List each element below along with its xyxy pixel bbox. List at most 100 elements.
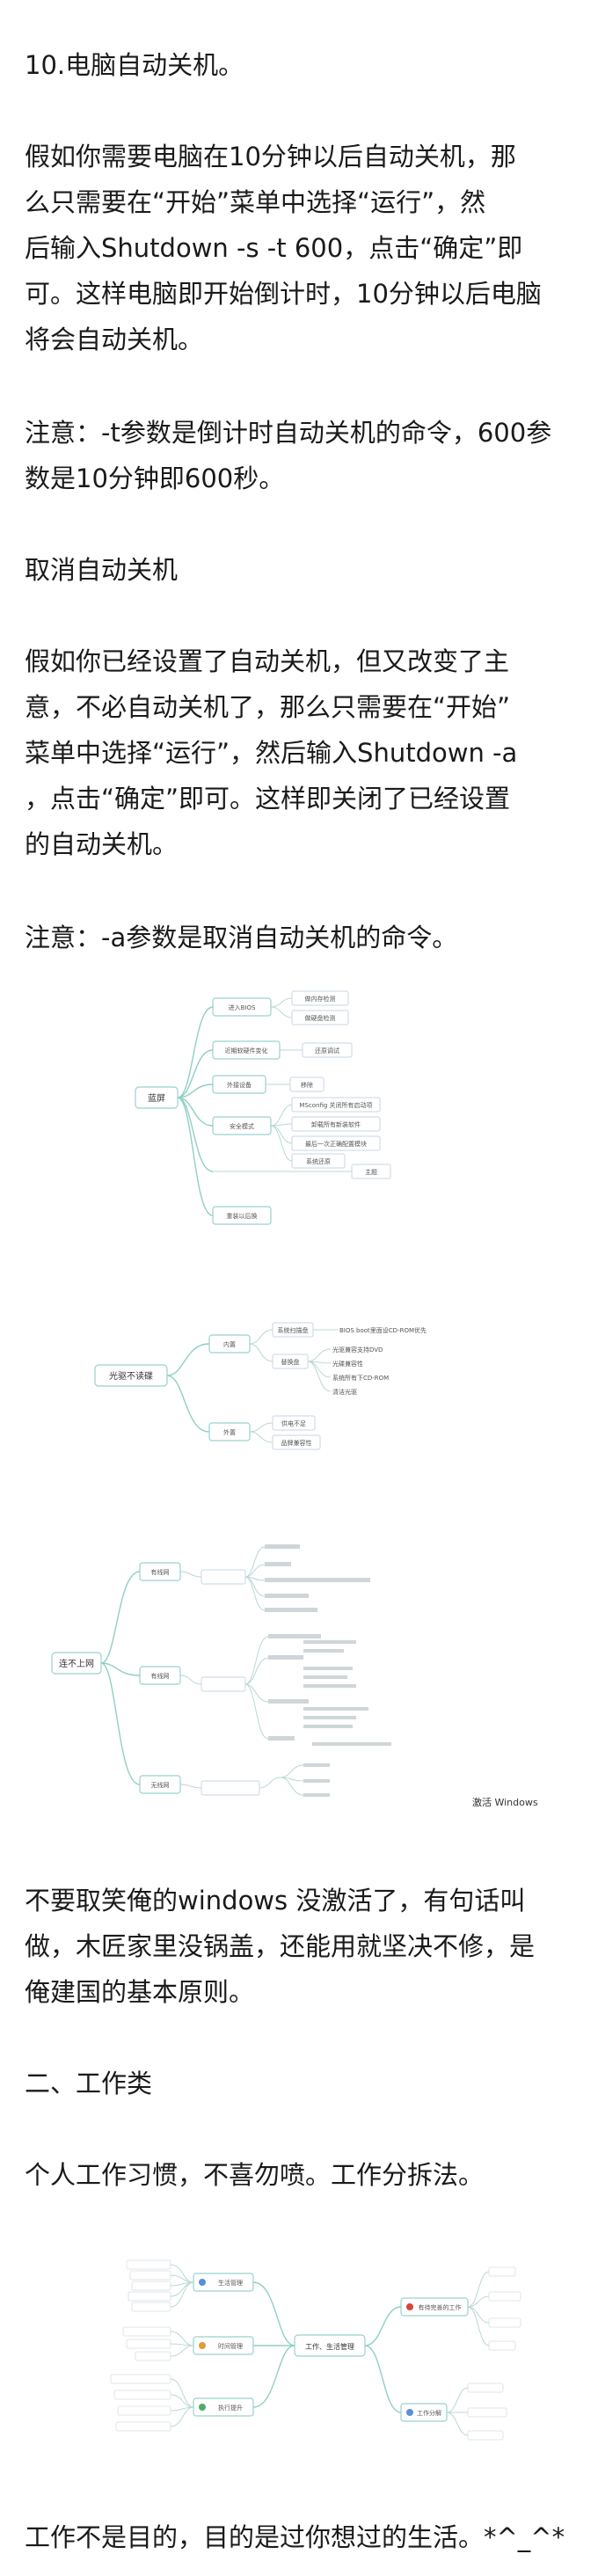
- text-line: 做，木匠家里没锅盖，还能用就坚决不修，是: [25, 1931, 536, 1961]
- svg-text:生活管理: 生活管理: [218, 2279, 243, 2287]
- text-line: 意，不必自动关机了，那么只需要在“开始”: [25, 692, 511, 722]
- svg-text:系统还原: 系统还原: [306, 1157, 331, 1165]
- svg-text:最后一次正确配置模块: 最后一次正确配置模块: [305, 1140, 367, 1148]
- svg-text:做内存检测: 做内存检测: [305, 995, 336, 1003]
- svg-text:时间管理: 时间管理: [218, 2342, 243, 2350]
- leaf-node: 光驱兼容支持DVD: [332, 1346, 383, 1354]
- bullet-icon: [199, 2279, 206, 2286]
- clock-icon: [199, 2342, 206, 2349]
- svg-text:有待完善的工作: 有待完善的工作: [419, 2303, 462, 2311]
- svg-text:MSconfig 关闭所有启动项: MSconfig 关闭所有启动项: [299, 1101, 372, 1109]
- svg-text:执行提升: 执行提升: [218, 2404, 243, 2412]
- text-line: 后输入Shutdown -s -t 600，点击“确定”即: [25, 233, 523, 263]
- svg-text:还原调试: 还原调试: [315, 1047, 339, 1054]
- bullet-icon: [199, 2404, 206, 2411]
- text-line: 假如你需要电脑在10分钟以后自动关机，那: [25, 142, 516, 171]
- section-heading-work: 二、工作类: [25, 2069, 153, 2098]
- minor-node: [201, 1780, 260, 1796]
- branch-label: 近期软硬件变化: [225, 1047, 268, 1054]
- branch-node: 安全模式: [212, 1116, 272, 1135]
- svg-text:系统所有下CD-ROM: 系统所有下CD-ROM: [332, 1374, 389, 1382]
- faint-leaf-boxes: [110, 2259, 521, 2441]
- leaf-node: MSconfig 关闭所有启动项: [291, 1097, 381, 1113]
- text-line: 不要取笑俺的windows 没激活了，有句话叫: [25, 1886, 526, 1916]
- branch-label: 进入BIOS: [229, 1004, 256, 1011]
- bullet-icon: [406, 2409, 413, 2416]
- svg-text:外置: 外置: [223, 1428, 236, 1436]
- leaf-node: 清洁光驱: [332, 1388, 357, 1396]
- branch-label: 重装以后换: [227, 1212, 258, 1220]
- root-label: 蓝屏: [148, 1093, 165, 1104]
- note-a-parameter: 注意：-a参数是取消自动关机的命令。: [25, 923, 458, 952]
- text-line: 的自动关机。: [25, 829, 179, 859]
- section-heading: 10.电脑自动关机。: [25, 50, 244, 80]
- minor-node: [201, 1676, 246, 1692]
- branch-node: 外置: [208, 1422, 251, 1441]
- text-line: 假如你已经设置了自动关机，但又改变了主: [25, 646, 510, 676]
- branch-node: 内置: [208, 1334, 251, 1354]
- note-t-parameter: 注意：-t参数是倒计时自动关机的命令，600参 数是10分钟即600秒。: [25, 410, 579, 501]
- svg-text:光驱兼容支持DVD: 光驱兼容支持DVD: [332, 1346, 383, 1354]
- branch-node: 有待完善的工作: [400, 2297, 469, 2317]
- mindmap-work: 工作、生活管理 生活管理 时间管理 执行提升 有待完善的工作 工作分解: [62, 2247, 563, 2445]
- svg-text:卸载所有新装软件: 卸载所有新装软件: [311, 1120, 361, 1128]
- text-line: 俺建国的基本原则。: [25, 1977, 255, 2007]
- svg-text:做硬盘检测: 做硬盘检测: [305, 1014, 336, 1022]
- branch-node: 有线网: [139, 1562, 181, 1581]
- branch-node: 生活管理: [193, 2273, 254, 2292]
- mindmap-bluescreen: 蓝屏 进入BIOS 近期软硬件变化 外接设备 安全模式 重装以后换 做内存检测 …: [123, 985, 484, 1240]
- svg-text:主题: 主题: [365, 1168, 377, 1176]
- svg-text:供电不足: 供电不足: [281, 1419, 306, 1427]
- svg-text:光碟兼容性: 光碟兼容性: [332, 1360, 363, 1368]
- leaf-node: 系统还原: [291, 1153, 346, 1169]
- svg-text:品牌兼容性: 品牌兼容性: [281, 1439, 312, 1447]
- text-line: 注意：-t参数是倒计时自动关机的命令，600参: [25, 418, 552, 448]
- leaf-node: 品牌兼容性: [272, 1434, 321, 1450]
- branch-node: 工作分解: [400, 2403, 448, 2422]
- svg-text:清洁光驱: 清洁光驱: [332, 1388, 357, 1396]
- branch-node: 执行提升: [193, 2397, 254, 2417]
- branch-label: 外接设备: [227, 1081, 252, 1089]
- paragraph-cancel-shutdown: 假如你已经设置了自动关机，但又改变了主 意，不必自动关机了，那么只需要在“开始”…: [25, 639, 579, 867]
- leaf-node: 替换盘: [272, 1354, 309, 1369]
- svg-text:内置: 内置: [223, 1340, 236, 1348]
- leaf-node: 做内存检测: [291, 990, 349, 1006]
- svg-text:有线网: 有线网: [151, 1568, 170, 1576]
- branch-node: 有线网: [139, 1666, 181, 1685]
- svg-text:替换盘: 替换盘: [281, 1358, 300, 1366]
- leaf-node: 移除: [289, 1076, 325, 1092]
- branch-node: 时间管理: [193, 2336, 254, 2355]
- svg-text:移除: 移除: [301, 1081, 313, 1089]
- faint-leaf-marks: [265, 1544, 391, 1797]
- mindmap-network: 连不上网 有线网 有线网 无线网 激活 Windows: [48, 1535, 576, 1816]
- leaf-node: BIOS boot里面设CD-ROM优先: [339, 1326, 427, 1334]
- svg-text:系统扫描盘: 系统扫描盘: [278, 1326, 309, 1334]
- branch-node: 无线网: [139, 1775, 181, 1794]
- paragraph-shutdown: 假如你需要电脑在10分钟以后自动关机，那 么只需要在“开始”菜单中选择“运行”，…: [25, 134, 579, 362]
- minor-node: [201, 1569, 246, 1585]
- paragraph-windows-joke: 不要取笑俺的windows 没激活了，有句话叫 做，木匠家里没锅盖，还能用就坚决…: [25, 1878, 579, 2015]
- leaf-node: 主题: [351, 1164, 391, 1179]
- leaf-node: 光碟兼容性: [332, 1360, 363, 1368]
- leaf-node: 卸载所有新装软件: [291, 1116, 381, 1132]
- text-line: 菜单中选择“运行”，然后输入Shutdown -a: [25, 738, 518, 768]
- svg-text:工作分解: 工作分解: [417, 2409, 441, 2417]
- leaf-node: 供电不足: [272, 1415, 316, 1431]
- svg-text:BIOS boot里面设CD-ROM优先: BIOS boot里面设CD-ROM优先: [339, 1326, 427, 1334]
- branch-node: 重装以后换: [212, 1206, 272, 1225]
- svg-text:连不上网: 连不上网: [59, 1658, 94, 1669]
- mindmap-root: 光驱不读碟: [94, 1364, 168, 1387]
- branch-node: 外接设备: [212, 1075, 266, 1094]
- text-line: 数是10分钟即600秒。: [25, 463, 285, 493]
- mindmap-root: 蓝屏: [135, 1086, 179, 1109]
- svg-text:有线网: 有线网: [151, 1672, 170, 1680]
- leaf-node: 还原调试: [302, 1042, 353, 1058]
- leaf-node: 系统扫描盘: [272, 1322, 314, 1338]
- svg-text:工作、生活管理: 工作、生活管理: [305, 2342, 354, 2351]
- mindmap-center: 工作、生活管理: [294, 2334, 366, 2357]
- branch-node: 进入BIOS: [212, 997, 272, 1017]
- sub-heading-cancel: 取消自动关机: [25, 555, 179, 585]
- text-line: 么只需要在“开始”菜单中选择“运行”，然: [25, 187, 486, 217]
- leaf-node: 系统所有下CD-ROM: [332, 1374, 389, 1382]
- svg-text:无线网: 无线网: [151, 1781, 170, 1789]
